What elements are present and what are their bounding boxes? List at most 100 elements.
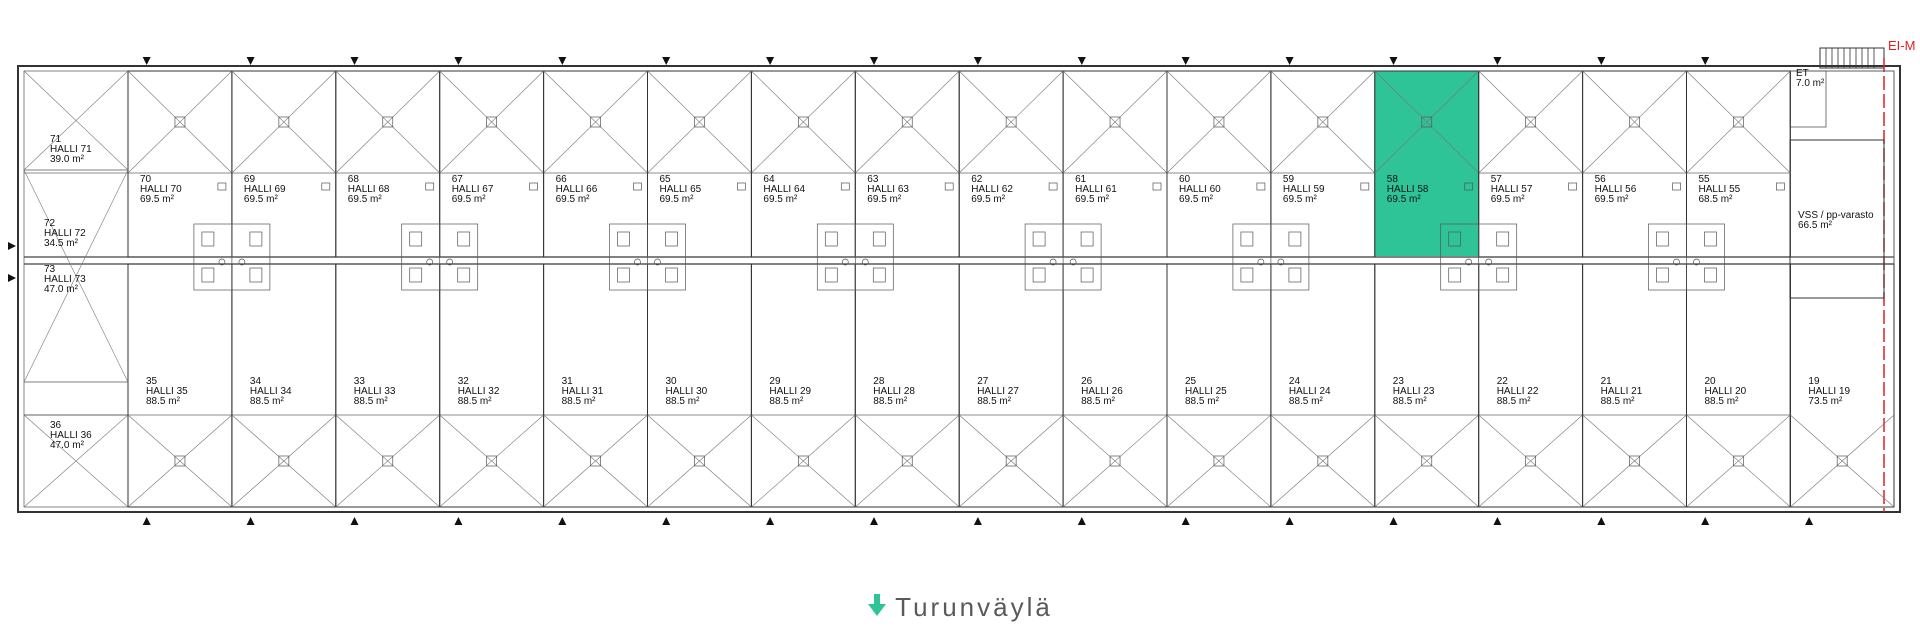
hall-cell-top[interactable] xyxy=(1270,57,1376,258)
room-71-num: 71 xyxy=(50,134,62,145)
door-arrow-icon xyxy=(1285,517,1294,525)
door-arrow-icon xyxy=(246,57,255,65)
door-arrow-icon xyxy=(1077,57,1086,65)
corner-tag: EI-M xyxy=(1888,38,1915,53)
hall-cell-top[interactable] xyxy=(1686,57,1791,258)
room-72-num: 72 xyxy=(44,218,56,229)
hall-cell-top[interactable] xyxy=(854,57,960,258)
door-arrow-icon xyxy=(1181,57,1190,65)
hall-cell-top[interactable] xyxy=(1166,57,1272,258)
hall-cell-top[interactable] xyxy=(1374,57,1480,258)
street-label-row: Turunväylä xyxy=(0,592,1920,623)
hall-cell-top[interactable] xyxy=(127,57,233,258)
restroom-cluster xyxy=(1648,223,1725,291)
hall-cell-top[interactable] xyxy=(439,57,545,258)
room-72-area: 34.5 m² xyxy=(44,238,79,249)
restroom-cluster xyxy=(816,223,894,291)
door-arrow-icon xyxy=(1493,57,1502,65)
door-arrow-icon xyxy=(766,57,775,65)
svg-text:39.0 m²: 39.0 m² xyxy=(50,154,85,165)
door-arrow-icon xyxy=(246,517,255,525)
door-arrow-icon xyxy=(1597,517,1606,525)
restroom-cluster xyxy=(401,223,479,291)
door-arrow-icon xyxy=(1181,517,1190,525)
hall-cell-top[interactable] xyxy=(1062,57,1168,258)
door-arrow-icon xyxy=(1077,517,1086,525)
door-arrow-icon xyxy=(1701,57,1710,65)
room-73-num: 73 xyxy=(44,264,56,275)
restroom-cluster xyxy=(609,223,686,291)
special-room-labels: 71 HALLI 71 39.0 m² 72 HALLI 72 34.5 m² … xyxy=(44,68,1874,451)
door-arrow-icon xyxy=(350,517,359,525)
svg-text:7.0 m²: 7.0 m² xyxy=(1796,78,1825,89)
room-73-name: HALLI 73 xyxy=(44,274,86,285)
door-arrow-icon xyxy=(973,57,982,65)
hall-cell-top[interactable] xyxy=(231,57,337,258)
door-arrow-icon xyxy=(766,517,775,525)
entry-arrow-icon xyxy=(8,242,16,282)
hall-cell-top[interactable] xyxy=(647,57,752,258)
highlighted-hall[interactable] xyxy=(1374,71,1479,256)
hall-cell-top[interactable] xyxy=(1582,57,1687,258)
restroom-cluster xyxy=(1440,223,1518,291)
door-arrow-icon xyxy=(662,57,671,65)
room-73-area: 47.0 m² xyxy=(44,284,79,295)
hall-cell-bottom[interactable] xyxy=(1789,263,1895,525)
svg-text:71: 71 xyxy=(50,134,62,145)
door-arrow-icon xyxy=(1389,517,1398,525)
room-et-area: 7.0 m² xyxy=(1796,78,1825,89)
hall-cell-top[interactable] xyxy=(1478,57,1584,258)
door-arrow-icon xyxy=(142,517,151,525)
door-arrow-icon xyxy=(1597,57,1606,65)
room-71-name: HALLI 71 xyxy=(50,144,92,155)
svg-text:34.5 m²: 34.5 m² xyxy=(44,238,79,249)
door-arrow-icon xyxy=(973,517,982,525)
left-block xyxy=(23,70,129,508)
door-arrow-icon xyxy=(870,57,879,65)
room-et-num: ET xyxy=(1796,68,1809,79)
door-arrow-icon xyxy=(1493,517,1502,525)
hall-cell-top[interactable] xyxy=(958,57,1064,258)
svg-text:HALLI 72: HALLI 72 xyxy=(44,228,86,239)
door-arrow-icon xyxy=(1805,517,1814,525)
svg-text:HALLI 73: HALLI 73 xyxy=(44,274,86,285)
restroom-cluster xyxy=(1024,223,1102,291)
room-36-area: 47.0 m² xyxy=(50,440,85,451)
door-arrow-icon xyxy=(662,517,671,525)
arrow-down-icon xyxy=(867,592,887,623)
svg-text:66.5 m²: 66.5 m² xyxy=(1798,220,1833,231)
door-arrow-icon xyxy=(558,517,567,525)
door-arrow-icon xyxy=(870,517,879,525)
hall-cell-top[interactable] xyxy=(750,57,856,258)
hall-cell-top[interactable] xyxy=(335,57,441,258)
svg-text:HALLI 71: HALLI 71 xyxy=(50,144,92,155)
svg-text:36: 36 xyxy=(50,420,62,431)
hall-cell-top[interactable] xyxy=(543,57,648,258)
door-arrow-icon xyxy=(1389,57,1398,65)
room-72-name: HALLI 72 xyxy=(44,228,86,239)
hall-cell-bottom[interactable] xyxy=(1166,263,1272,525)
